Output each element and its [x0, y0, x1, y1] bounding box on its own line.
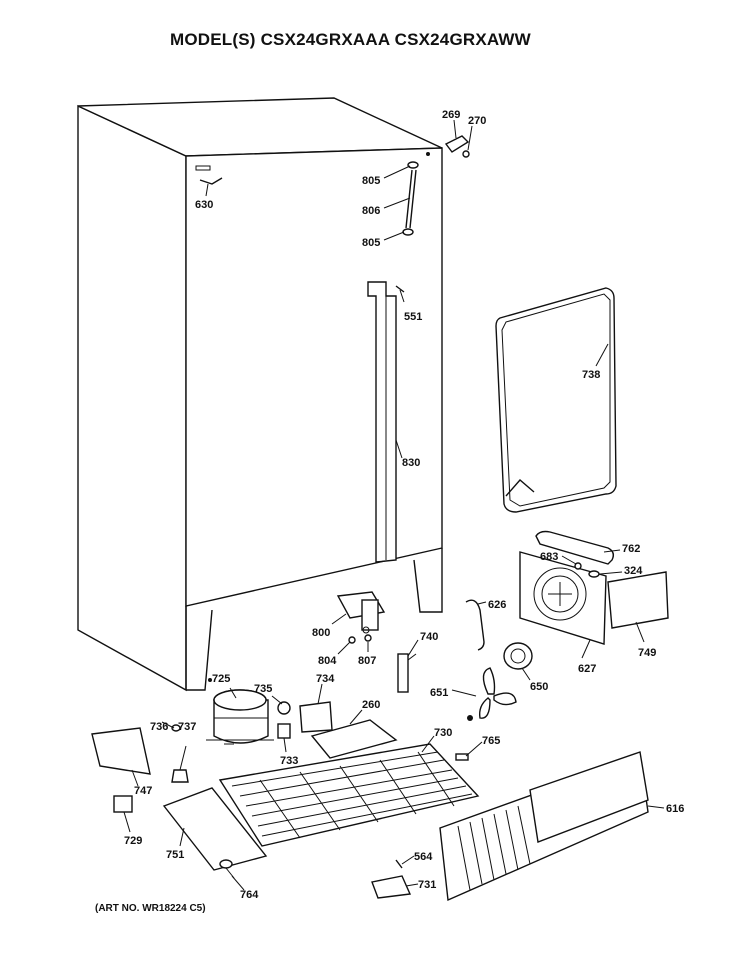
part-734-drawing	[299, 701, 333, 733]
label-627: 627	[578, 663, 596, 675]
motor-650-drawing	[503, 642, 533, 670]
label-650: 650	[530, 681, 548, 693]
label-806: 806	[362, 205, 380, 217]
part-807-drawing	[364, 634, 372, 642]
grille-616-drawing	[439, 751, 649, 902]
label-725: 725	[212, 673, 230, 685]
art-number: (ART NO. WR18224 C5)	[95, 903, 206, 914]
label-805-bottom: 805	[362, 237, 380, 249]
label-564: 564	[414, 851, 433, 863]
part-736-drawing	[171, 724, 181, 732]
label-747: 747	[134, 785, 152, 797]
label-626: 626	[488, 599, 506, 611]
part-269-270-drawing	[444, 135, 470, 158]
label-730: 730	[434, 727, 452, 739]
gasket-738-drawing	[495, 287, 617, 513]
label-749: 749	[638, 647, 656, 659]
label-630: 630	[195, 199, 213, 211]
page-title: MODEL(S) CSX24GRXAAA CSX24GRXAWW	[170, 30, 531, 49]
compressor-725-drawing	[206, 689, 274, 745]
label-683: 683	[540, 551, 558, 563]
strip-762-drawing	[535, 530, 615, 565]
label-269: 269	[442, 109, 460, 121]
fan-blade-651-drawing	[467, 667, 517, 721]
bracket-747-drawing	[91, 727, 151, 775]
screw-564-drawing	[395, 859, 403, 869]
label-807: 807	[358, 655, 376, 667]
label-800: 800	[312, 627, 330, 639]
label-764: 764	[240, 889, 259, 901]
part-labels: 269 270 805 806 805 630 551 738 830 762 …	[124, 109, 684, 901]
channel-830-drawing	[367, 281, 397, 563]
label-765: 765	[482, 735, 500, 747]
label-738: 738	[582, 369, 600, 381]
part-764-drawing	[219, 859, 235, 879]
condenser-730-drawing	[218, 743, 480, 847]
label-804: 804	[318, 655, 337, 667]
label-324: 324	[624, 565, 643, 577]
part-731-drawing	[371, 875, 412, 899]
label-270: 270	[468, 115, 486, 127]
leader-lines	[123, 119, 665, 891]
label-734: 734	[316, 673, 335, 685]
part-551-drawing	[395, 285, 405, 293]
label-551: 551	[404, 311, 422, 323]
label-830: 830	[402, 457, 420, 469]
label-740: 740	[420, 631, 438, 643]
part-735-drawing	[277, 701, 291, 715]
part-630-drawing	[199, 177, 223, 185]
part-737-drawing	[171, 769, 189, 783]
base-751-drawing	[162, 787, 268, 871]
part-260-drawing	[310, 719, 398, 759]
tube-806-drawing	[402, 161, 419, 236]
label-260: 260	[362, 699, 380, 711]
label-731: 731	[418, 879, 436, 891]
part-324-drawing	[588, 570, 600, 578]
part-765-drawing	[455, 753, 469, 761]
board-749-drawing	[607, 571, 669, 629]
part-729-drawing	[113, 795, 133, 813]
label-736: 736	[150, 721, 168, 733]
fan-housing-627-drawing	[519, 551, 607, 645]
label-751: 751	[166, 849, 184, 861]
part-740-drawing	[397, 653, 417, 693]
label-733: 733	[280, 755, 298, 767]
label-805-top: 805	[362, 175, 380, 187]
part-804-drawing	[348, 636, 356, 644]
label-729: 729	[124, 835, 142, 847]
label-762: 762	[622, 543, 640, 555]
part-733-drawing	[277, 723, 291, 739]
part-626-drawing	[465, 599, 485, 651]
label-651: 651	[430, 687, 448, 699]
part-800-drawing	[336, 591, 386, 634]
label-616: 616	[666, 803, 684, 815]
label-737: 737	[178, 721, 196, 733]
part-683-drawing	[574, 562, 582, 570]
label-735: 735	[254, 683, 272, 695]
